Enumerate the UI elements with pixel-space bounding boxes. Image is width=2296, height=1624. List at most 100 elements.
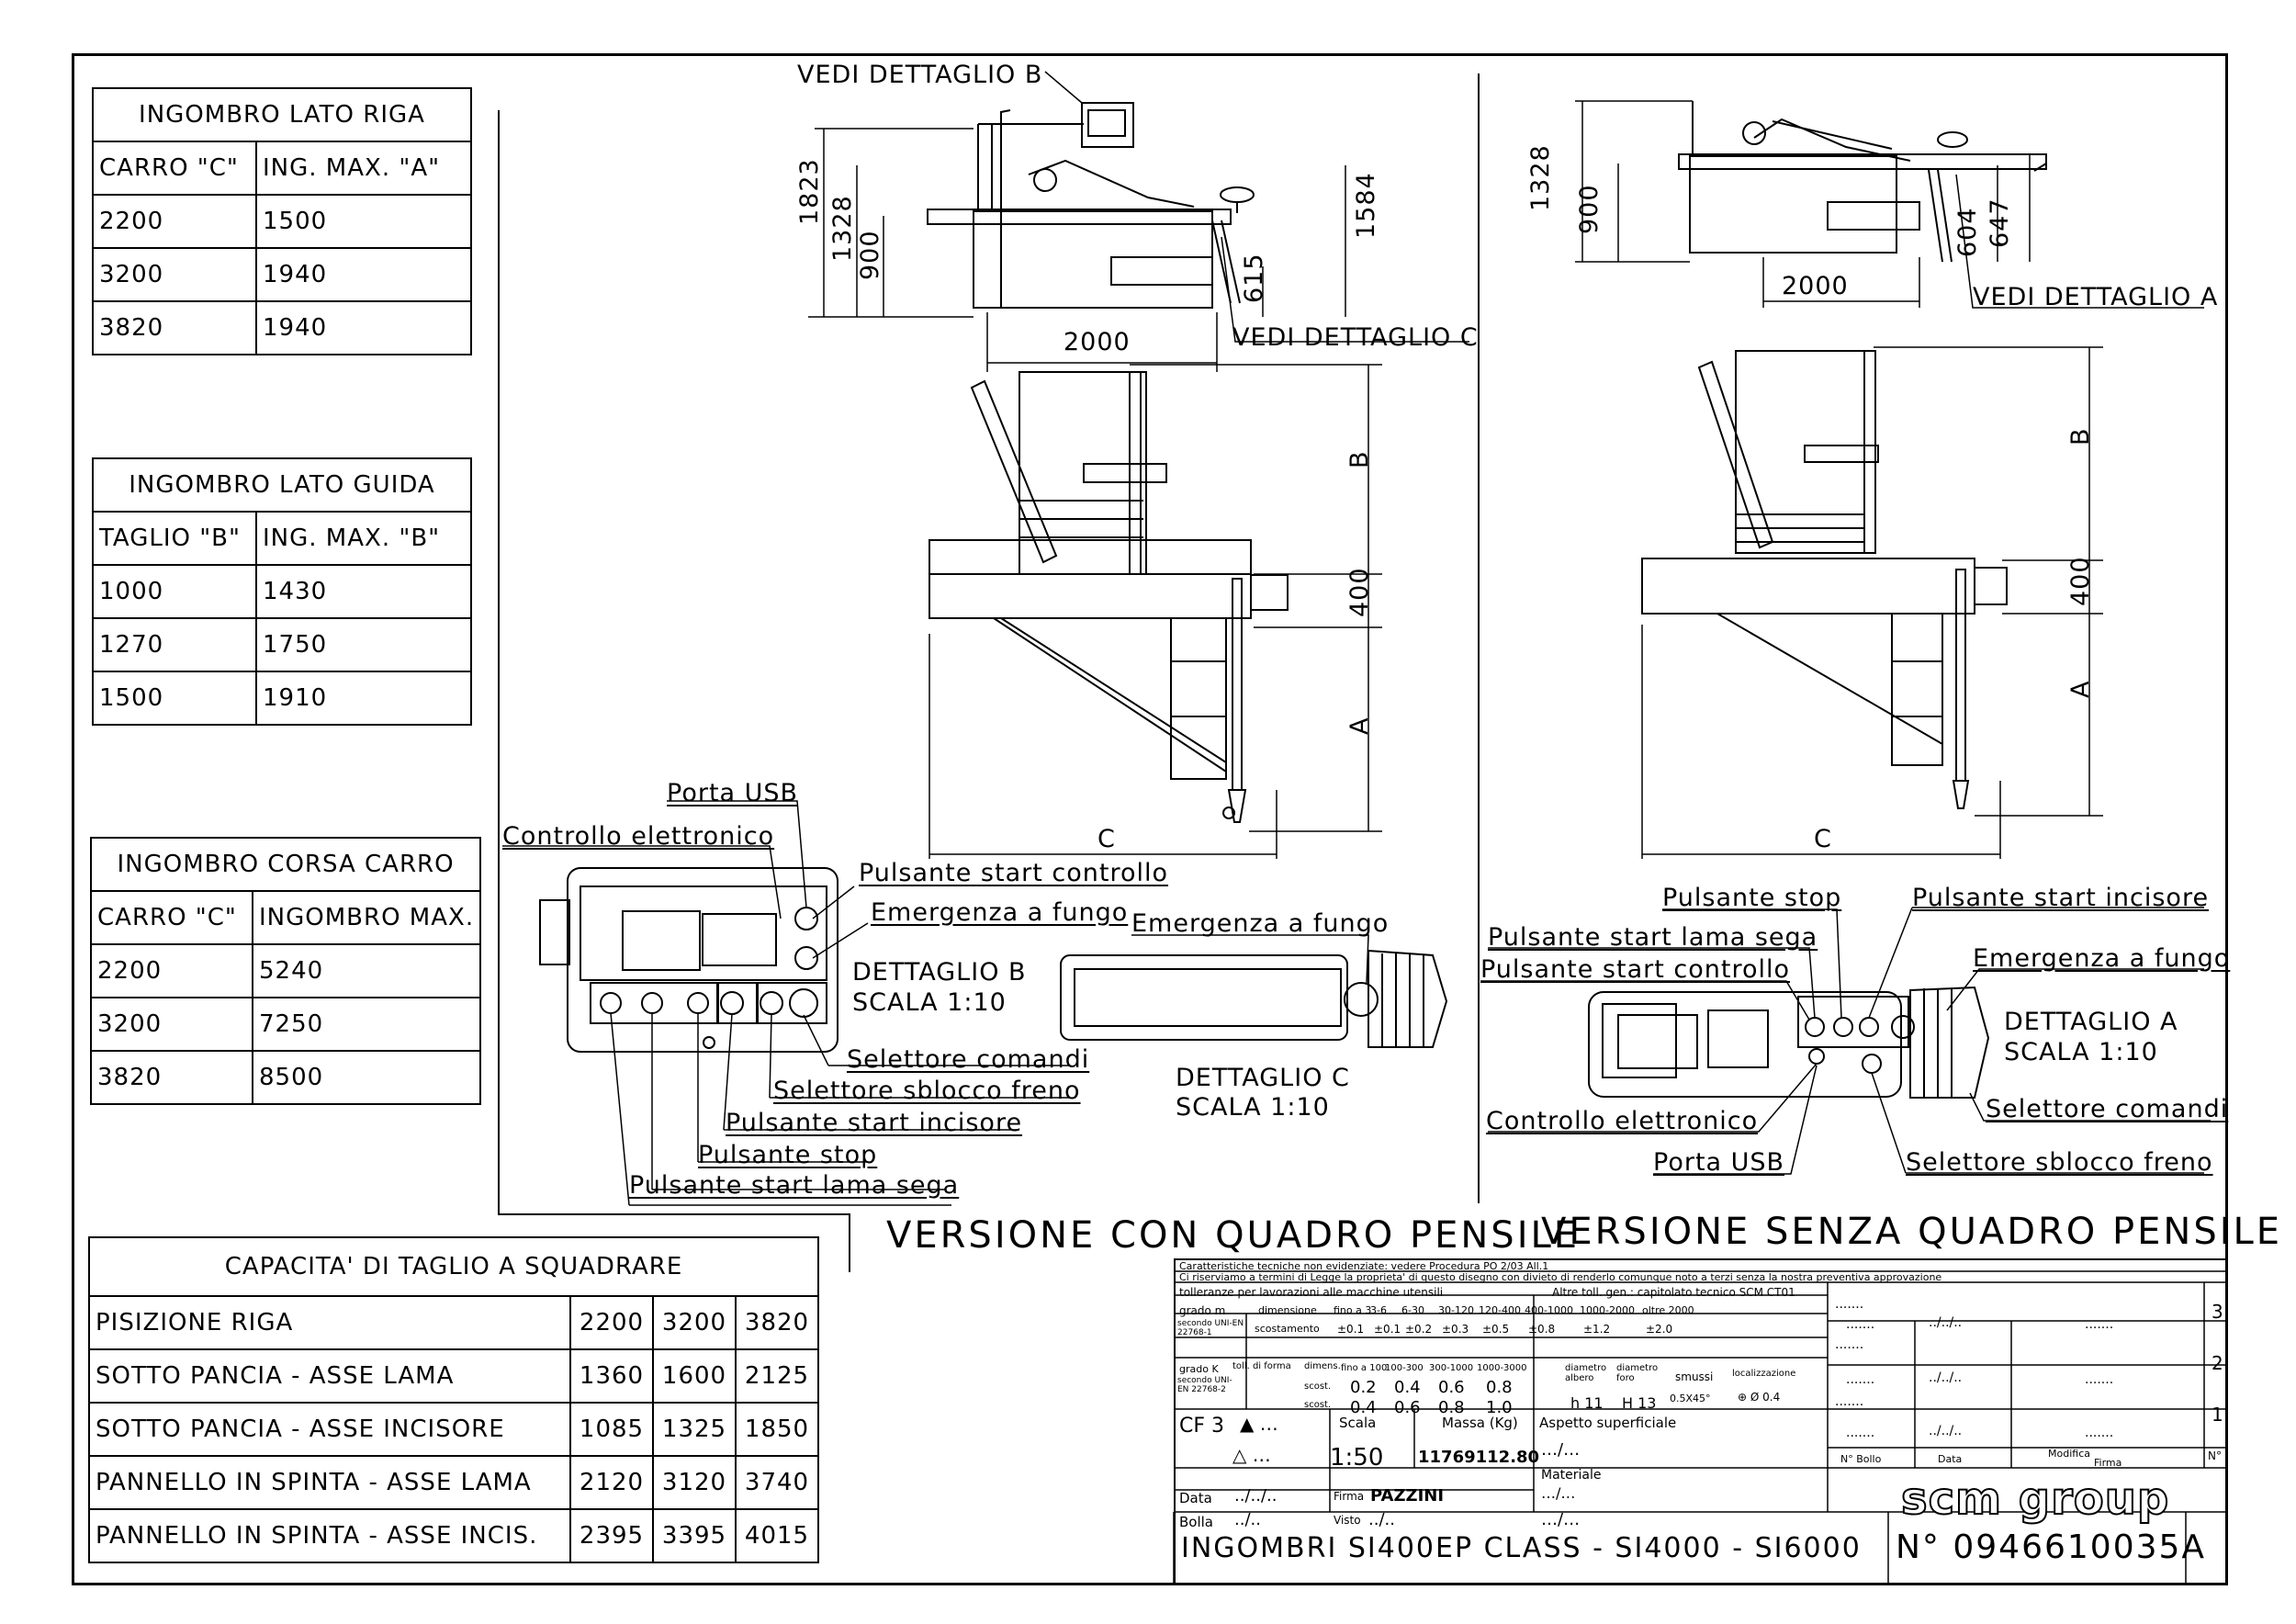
triangle-outline-icon: △ …: [1232, 1444, 1271, 1466]
label-secondo-k: secondo UNI-EN 22768-2: [1177, 1376, 1232, 1394]
value-bolla: ../..: [1234, 1510, 1261, 1529]
title-block-lines: [1173, 1270, 2228, 1585]
dim-a-r: A: [2066, 680, 2095, 698]
label-vedi-dettaglio-c: VEDI DETTAGLIO C: [1232, 323, 1479, 352]
dimension-lines-left-plan: [929, 364, 1382, 859]
k-range: 100-300: [1385, 1363, 1424, 1373]
machine-plan-view-left: [929, 371, 1289, 823]
dim-1328: 1328: [828, 195, 857, 262]
table-cell: PISIZIONE RIGA: [88, 1295, 571, 1350]
dim-900: 900: [856, 230, 884, 280]
callout-start-incisore: Pulsante start incisore: [726, 1109, 1023, 1137]
dim-b-r: B: [2066, 427, 2095, 445]
tolerance-value: ±2.0: [1646, 1323, 1673, 1336]
label-scost-2: scost.: [1304, 1400, 1332, 1410]
drawing-frame: [72, 53, 2228, 1585]
value-localizzazione: ⊕ Ø 0.4: [1738, 1391, 1781, 1404]
table-cell: PANNELLO IN SPINTA - ASSE LAMA: [88, 1455, 571, 1510]
callout-emergenza-c: Emergenza a fungo: [1131, 909, 1390, 938]
rev-dots: .......: [1846, 1426, 1875, 1440]
callout-start-lama: Pulsante start lama sega: [629, 1171, 960, 1200]
table-cell: 1500: [92, 671, 257, 726]
label-bolla: Bolla: [1179, 1514, 1213, 1530]
callout-selettore-freno-r: Selettore sblocco freno: [1906, 1148, 2213, 1177]
dim-2000-r: 2000: [1782, 272, 1849, 300]
tolerance-range: 400-1000: [1525, 1304, 1573, 1316]
table-cell: SOTTO PANCIA - ASSE LAMA: [88, 1348, 571, 1404]
table-cell: 1325: [652, 1402, 737, 1457]
dim-400-r: 400: [2066, 556, 2095, 606]
k-value: 0.4: [1350, 1398, 1377, 1417]
rev-dots: .......: [1835, 1394, 1864, 1409]
rev-dots: .......: [1846, 1372, 1875, 1387]
table-cell: 3200: [652, 1295, 737, 1350]
table-cell: 2200: [569, 1295, 654, 1350]
dim-1584: 1584: [1352, 172, 1380, 239]
dimension-lines-right-top: [1575, 100, 2204, 309]
table-cell: 1270: [92, 617, 257, 672]
callout-porta-usb: Porta USB: [667, 779, 799, 807]
detail-b-panel: [1081, 102, 1134, 148]
label-localizzazione: localizzazione: [1732, 1369, 1796, 1379]
label-secondo-m: secondo UNI-EN 22768-1: [1177, 1319, 1244, 1337]
table-cell: 1085: [569, 1402, 654, 1457]
value-H13: H 13: [1622, 1394, 1657, 1412]
dim-c-r: C: [1814, 825, 1832, 853]
rev-date: ../../..: [1929, 1315, 1963, 1330]
header-n: N°: [2208, 1449, 2222, 1462]
machine-plan-view-right: [1641, 350, 2008, 809]
value-data: ../../..: [1234, 1486, 1277, 1506]
label-grado-m: grado m: [1179, 1304, 1226, 1317]
label-vedi-dettaglio-a: VEDI DETTAGLIO A: [1973, 283, 2219, 311]
label-smussi: smussi: [1675, 1370, 1714, 1383]
tolerance-range: 30-120: [1438, 1304, 1474, 1316]
table-cell: 2395: [569, 1508, 654, 1563]
k-range: fino a 100: [1341, 1363, 1388, 1373]
table-cell: 3200: [92, 247, 257, 302]
k-range: 300-1000: [1429, 1363, 1474, 1373]
value-scala: 1:50: [1330, 1444, 1384, 1472]
note-riservato: Ci riserviamo a termini di Legge la prop…: [1179, 1271, 1942, 1283]
table-header: CARRO "C": [90, 890, 253, 945]
dim-400: 400: [1345, 567, 1374, 617]
value-smussi: 0.5X45°: [1670, 1393, 1711, 1404]
table-cell: 2125: [735, 1348, 819, 1404]
tolerance-value: ±1.2: [1583, 1323, 1611, 1336]
value-aspetto: …/…: [1541, 1440, 1581, 1460]
tolerance-range: oltre 2000: [1642, 1304, 1694, 1316]
arm-bar: [970, 379, 1058, 564]
table-cell: 2200: [90, 943, 253, 998]
label-vedi-dettaglio-b: VEDI DETTAGLIO B: [797, 61, 1043, 89]
rev-date: ../../..: [1929, 1424, 1963, 1438]
k-range: 1000-3000: [1477, 1363, 1527, 1373]
dim-c: C: [1097, 825, 1116, 853]
label-tolleranze: tolleranze per lavorazioni alle macchine…: [1179, 1286, 1444, 1299]
label-altre-toll: Altre toll. gen.: capitolato tecnico SCM…: [1552, 1286, 1795, 1299]
table-cell: 1430: [255, 564, 472, 619]
table-title: INGOMBRO LATO RIGA: [92, 87, 472, 142]
dim-647: 647: [1986, 197, 2014, 248]
table-lato-guida: INGOMBRO LATO GUIDA TAGLIO "B"ING. MAX. …: [92, 457, 472, 726]
detail-a-drawing: [1588, 986, 1990, 1099]
rev-dots: .......: [2085, 1426, 2114, 1440]
detail-b-drawing: [539, 867, 838, 1053]
label-data: Data: [1179, 1490, 1212, 1506]
value-massa: 11769112.80: [1418, 1448, 1540, 1467]
tolerance-range: 1000-2000: [1580, 1304, 1635, 1316]
table-cell: 1360: [569, 1348, 654, 1404]
dim-900-r: 900: [1575, 184, 1604, 234]
table-title: INGOMBRO LATO GUIDA: [92, 457, 472, 513]
label-scostamento: scostamento: [1255, 1323, 1320, 1335]
dim-a: A: [1345, 716, 1374, 735]
label-grado-k: grado K: [1179, 1363, 1219, 1375]
mushroom-knob: [1220, 186, 1255, 203]
tolerance-value: ±0.5: [1482, 1323, 1510, 1336]
label-scala: Scala: [1339, 1415, 1377, 1431]
version-con-quadro: VERSIONE CON QUADRO PENSILE: [886, 1214, 1581, 1257]
table-cell: 3820: [90, 1050, 253, 1105]
